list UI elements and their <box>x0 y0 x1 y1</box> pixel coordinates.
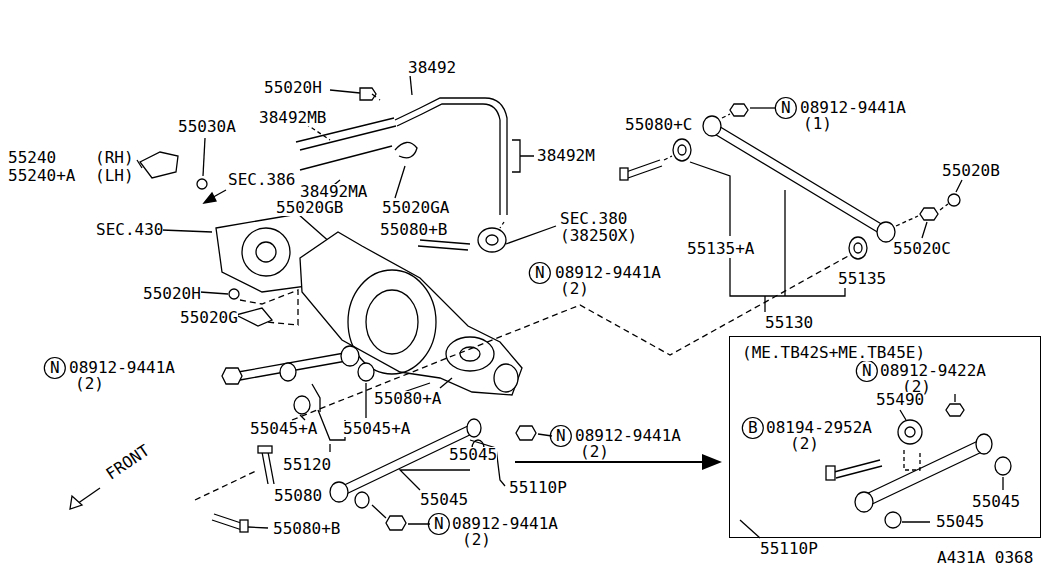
symbol-letter: N <box>50 360 60 376</box>
part-number: 55020GA <box>382 200 449 216</box>
circled-symbol <box>775 98 796 119</box>
callout-label: (2) <box>580 444 609 460</box>
part-number: 38492M <box>537 148 595 164</box>
part-number: 38492 <box>408 60 456 76</box>
callout-label: (2) <box>790 436 819 452</box>
part-number: 55490 <box>876 392 924 408</box>
lower-link <box>212 346 552 532</box>
part-number: 08912-9441A <box>69 360 175 376</box>
part-number: 08912-9441A <box>555 265 661 281</box>
inset-heading: (ME.TB42S+ME.TB45E) <box>742 345 925 361</box>
part-number: 55135+A <box>687 241 754 257</box>
part-number: 55110P <box>760 541 818 557</box>
symbol-letter: N <box>434 516 444 532</box>
part-number: 55080+A <box>374 391 441 407</box>
callout-label: SEC.430 <box>96 222 163 238</box>
callout-label: (2) <box>462 532 491 548</box>
callout-label: SEC.386 <box>228 172 295 188</box>
callout-label: (2) <box>560 281 589 297</box>
part-number: 55240 <box>8 150 56 166</box>
part-number: 08912-9422A <box>880 363 986 379</box>
part-number: 55045 <box>420 492 468 508</box>
part-number: 55020B <box>942 163 1000 179</box>
part-number: 55080+B <box>380 222 447 238</box>
part-number: 55080+C <box>625 117 692 133</box>
part-number: 55045 <box>449 447 497 463</box>
part-number: 08912-9441A <box>575 428 681 444</box>
part-number: 55240+A <box>8 168 75 184</box>
circled-symbol <box>550 426 571 447</box>
part-number: 55020H <box>264 80 322 96</box>
callout-label: (2) <box>75 376 104 392</box>
brake-pipe <box>296 75 556 252</box>
symbol-letter: N <box>556 428 566 444</box>
part-number: 55020C <box>893 241 951 257</box>
part-number: 55045+A <box>343 421 410 437</box>
part-number: 55135 <box>838 271 886 287</box>
part-number: 38492MB <box>259 110 326 126</box>
part-number: 08912-9441A <box>800 100 906 116</box>
part-number: 55020H <box>143 286 201 302</box>
part-number: 55030A <box>178 119 236 135</box>
callout-label: A431A 0368 <box>937 550 1033 566</box>
bracket <box>137 138 207 189</box>
upper-link <box>620 104 962 312</box>
inset-link <box>740 394 1011 538</box>
circled-symbol <box>529 263 550 284</box>
part-number: 55045+A <box>250 421 317 437</box>
circled-symbol <box>742 418 763 439</box>
part-number: 55080+B <box>273 521 340 537</box>
part-number: 55120 <box>283 457 331 473</box>
callout-label: FRONT <box>104 442 153 482</box>
part-number: 55020G <box>180 310 238 326</box>
part-number: 08194-2952A <box>766 420 872 436</box>
callout-label: (LH) <box>95 168 134 184</box>
part-number: 55080 <box>274 488 322 504</box>
symbol-letter: N <box>781 100 791 116</box>
part-number: 38492MA <box>300 184 367 200</box>
symbol-letter: N <box>862 363 872 379</box>
part-number: 55045 <box>972 494 1020 510</box>
callout-label: (RH) <box>95 150 134 166</box>
part-number: 55045 <box>936 514 984 530</box>
part-number: 55110P <box>509 480 567 496</box>
part-number: 55130 <box>765 315 813 331</box>
callout-label: (1) <box>803 116 832 132</box>
circled-symbol <box>856 361 877 382</box>
circled-symbol <box>428 514 449 535</box>
part-number: 55020GB <box>276 200 343 216</box>
circled-symbol <box>44 358 65 379</box>
part-number: 08912-9441A <box>452 516 558 532</box>
axle-housing <box>162 214 522 395</box>
callout-label: SEC.380 <box>560 211 627 227</box>
symbol-letter: N <box>535 265 545 281</box>
symbol-letter: B <box>748 420 758 436</box>
callout-label: (38250X) <box>560 228 637 244</box>
